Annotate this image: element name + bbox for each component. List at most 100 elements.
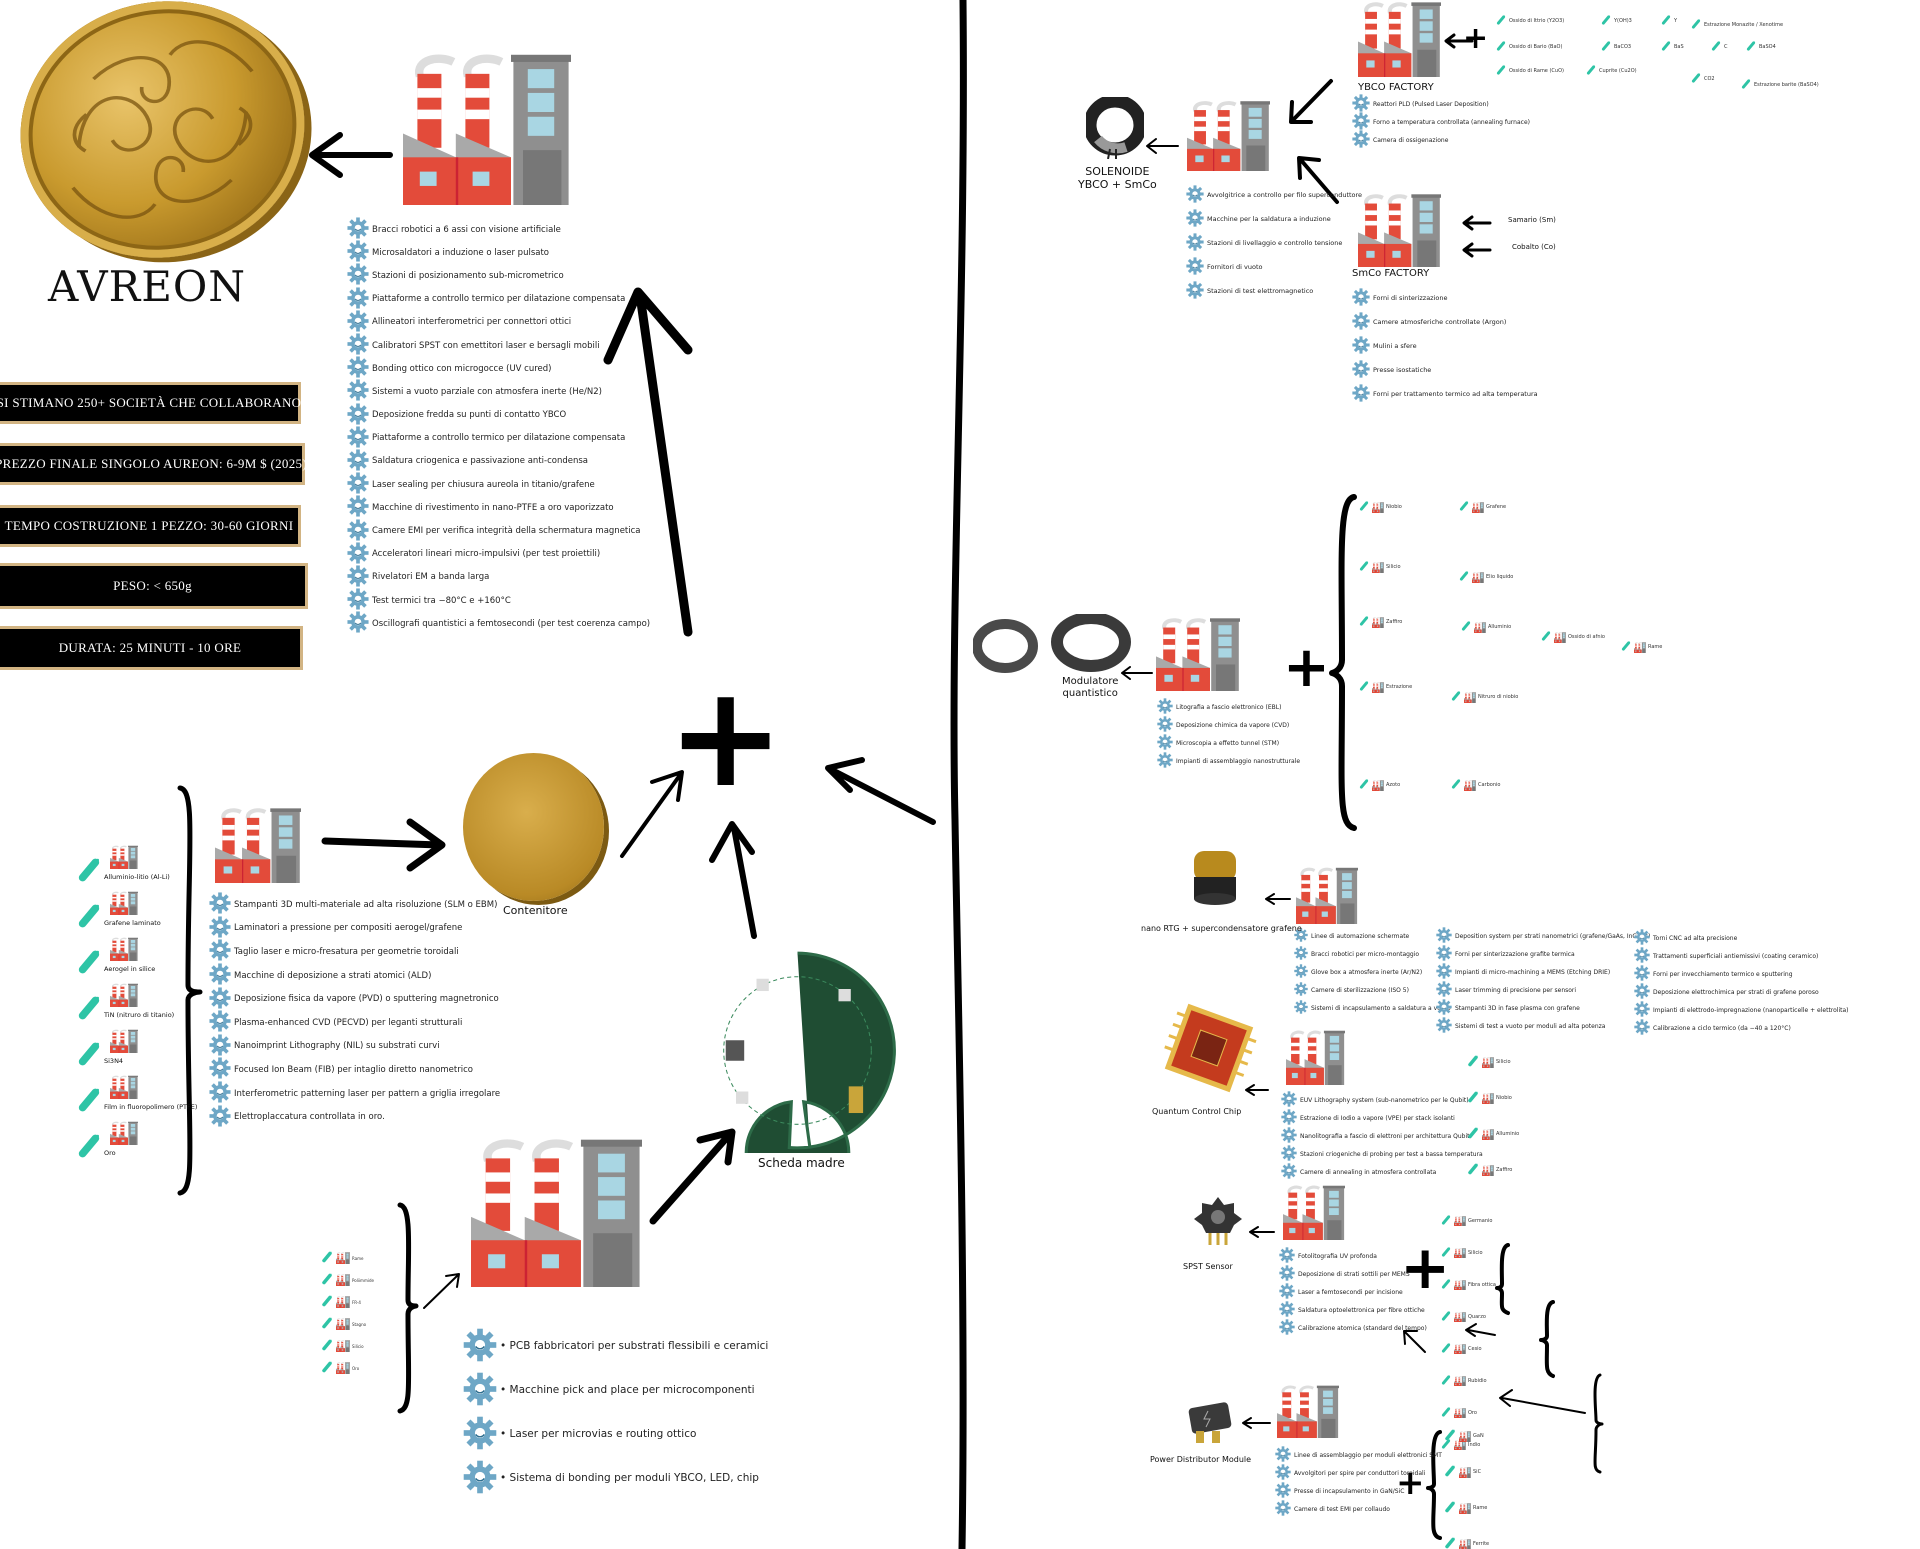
machine-list-item: Stazioni di test elettromagnetico [1186, 279, 1362, 303]
machine-list-item: Impianti di assemblaggio nanostrutturale [1157, 752, 1300, 770]
gear-icon [1352, 288, 1370, 308]
test-tube-icon [320, 1316, 334, 1332]
test-tube-icon [1466, 1162, 1480, 1178]
test-tube-icon [1660, 14, 1672, 28]
gear-icon [1279, 1319, 1295, 1337]
vertical-divider [950, 0, 967, 1549]
machine-label: Acceleratori lineari micro-impulsivi (pe… [372, 549, 601, 560]
machine-label: Rivelatori EM a banda larga [372, 572, 490, 583]
mini-factory-icon [1472, 571, 1484, 583]
machine-list-item: Laser trimming di precisione per sensori [1436, 981, 1650, 999]
mini-factory-icon [1464, 779, 1476, 791]
mini-factory-icon [1472, 501, 1484, 513]
machine-label: Stazioni di livellaggio e controllo tens… [1207, 239, 1343, 247]
motherboard-machine-list: • PCB fabbricatori per substrati flessib… [463, 1324, 768, 1500]
material-label: TiN (nitruro di titanio) [104, 1011, 175, 1019]
machine-list-item: Nanolitografia a fascio di elettroni per… [1281, 1127, 1483, 1145]
material-label: Oro [104, 1149, 116, 1157]
test-tube-icon [1443, 1500, 1457, 1516]
machine-list-item: Mulini a sfere [1352, 334, 1538, 358]
machine-list-item: Litografia a fascio elettronico (EBL) [1157, 698, 1300, 716]
supply-tree-item: Nitruro di niobio [1450, 690, 1518, 704]
machine-list-item: Laser a femtosecondi per incisione [1279, 1283, 1427, 1301]
machine-label: Linee di assemblaggio per moduli elettro… [1294, 1451, 1442, 1459]
machine-list-item: Deposizione di strati sottili per MEMS [1279, 1265, 1427, 1283]
machine-label: Impianti di elettrodo-impregnazione (nan… [1653, 1006, 1849, 1014]
test-tube-icon [1620, 640, 1632, 654]
material-item: Silicio [1466, 1054, 1511, 1070]
machine-list-item: Sistemi di incapsulamento a saldatura a … [1294, 999, 1451, 1017]
machine-label: EUV Lithography system (sub-nanometrico … [1300, 1096, 1469, 1104]
solenoid-machine-list: Avvolgitrice a controllo per filo superc… [1186, 183, 1362, 303]
supply-tree-label: Niobio [1386, 504, 1402, 510]
ybco-chain-label: Ossido di Rame (CuO) [1509, 68, 1564, 74]
machine-label: Bonding ottico con microgocce (UV cured) [372, 363, 552, 374]
machine-list-item: Stazioni di posizionamento sub-micrometr… [347, 263, 650, 287]
gear-icon [1281, 1127, 1297, 1145]
test-tube-icon [1540, 630, 1552, 644]
info-price: PREZZO FINALE SINGOLO AUREON: 6-9M $ (20… [0, 443, 307, 485]
machine-list-item: Macchine di rivestimento in nano-PTFE a … [347, 495, 650, 519]
machine-list-item: Reattori PLD (Pulsed Laser Deposition) [1352, 94, 1530, 113]
gear-icon [463, 1372, 497, 1409]
test-tube-icon [74, 1039, 104, 1073]
machine-list-item: Linee di assemblaggio per moduli elettro… [1275, 1446, 1442, 1464]
sensor-plus-sign: + [1400, 1233, 1451, 1303]
machine-label: Impianti di micro-machining a MEMS (Etch… [1455, 968, 1611, 976]
brand-name: AVREON [48, 262, 247, 311]
solenoid-factory-icon [1187, 99, 1270, 171]
machine-list-item: Deposizione elettrochimica per strati di… [1634, 983, 1849, 1001]
supply-tree-label: Silicio [1386, 564, 1401, 570]
test-tube-icon [1460, 620, 1472, 634]
gear-icon [347, 310, 369, 335]
chip-machine-list: EUV Lithography system (sub-nanometrico … [1281, 1091, 1483, 1181]
motherboard-image [723, 951, 896, 1153]
machine-list-item: Forni per sinterizzazione grafite termic… [1436, 945, 1650, 963]
machine-label: Interferometric patterning laser per pat… [234, 1088, 501, 1099]
mini-factory-icon [1454, 1248, 1466, 1258]
machine-label: Nanoimprint Lithography (NIL) su substra… [234, 1041, 440, 1052]
mini-factory-icon [1459, 1466, 1471, 1478]
gear-icon [347, 287, 369, 312]
material-label: Cesio [1468, 1346, 1482, 1352]
test-tube-icon [1358, 615, 1370, 629]
material-label: Oro [352, 1365, 360, 1371]
machine-label: Deposition system per strati nanometrici… [1455, 932, 1651, 940]
supply-tree-label: Estrazione [1386, 684, 1413, 690]
machine-list-item: Test termici tra −80°C e +160°C [347, 588, 650, 612]
ybco-machine-list: Reattori PLD (Pulsed Laser Deposition)Fo… [1352, 94, 1530, 149]
material-item: Poliimmide [320, 1272, 374, 1288]
machine-list-item: Camere atmosferiche controllate (Argon) [1352, 310, 1538, 334]
test-tube-icon [1358, 560, 1370, 574]
test-tube-icon [1495, 64, 1507, 78]
machine-label: Laser trimming di precisione per sensori [1455, 986, 1577, 994]
machine-label: Microsaldatori a induzione o laser pulsa… [372, 247, 549, 258]
machine-label: Piattaforme a controllo termico per dila… [372, 294, 626, 305]
mini-factory-icon [336, 1340, 350, 1352]
gear-icon [1275, 1500, 1291, 1518]
machine-label: Avvolgitrice a controllo per filo superc… [1207, 191, 1363, 199]
gear-icon [1436, 945, 1452, 963]
machine-label: Camere di test EMI per collaudo [1294, 1505, 1390, 1513]
machine-list-item: Stampanti 3D multi-materiale ad alta ris… [209, 892, 500, 917]
gear-icon [347, 611, 369, 636]
machine-list-item: Nanoimprint Lithography (NIL) su substra… [209, 1034, 500, 1059]
supply-tree-label: Grafene [1486, 504, 1507, 510]
gear-icon [347, 403, 369, 428]
test-tube-icon [1443, 1536, 1457, 1549]
gear-icon [1279, 1247, 1295, 1265]
material-item: Cesio [1440, 1342, 1482, 1356]
test-tube-icon [74, 901, 104, 935]
mini-factory-icon [1474, 621, 1486, 633]
gear-icon [347, 240, 369, 265]
spst-sensor-image [1194, 1197, 1242, 1245]
gear-icon [1186, 281, 1204, 301]
test-tube-icon [1740, 78, 1752, 92]
material-label: Fibra ottica [1468, 1282, 1496, 1288]
machine-list-item: Trattamenti superficiali antiemissivi (c… [1634, 947, 1849, 965]
machine-label: Camere atmosferiche controllate (Argon) [1373, 318, 1507, 326]
machine-label: Taglio laser e micro-fresatura per geome… [234, 946, 459, 957]
gear-icon [347, 565, 369, 590]
